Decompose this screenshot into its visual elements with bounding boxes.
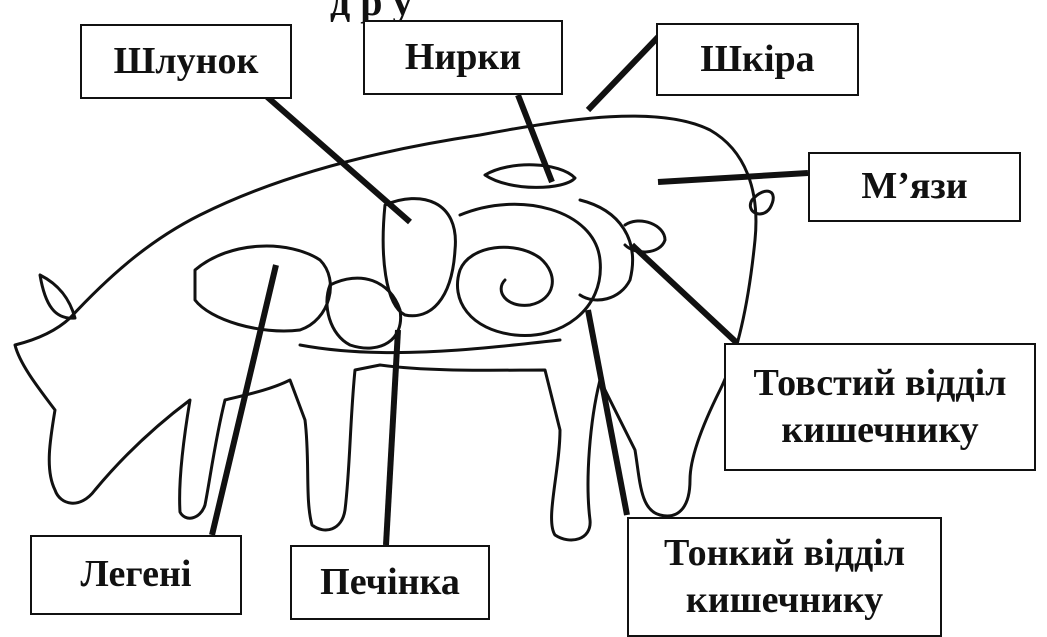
pointer-large-intestine <box>632 245 737 343</box>
label-skin: Шкіра <box>656 23 859 96</box>
pointer-lungs <box>212 265 276 535</box>
pointer-stomach <box>265 95 410 222</box>
label-kidneys: Нирки <box>363 20 563 95</box>
pointer-liver <box>386 330 398 545</box>
label-large-intestine: Товстий відділ кишечнику <box>724 343 1036 471</box>
belly-line <box>300 340 560 353</box>
label-muscles: М’язи <box>808 152 1021 222</box>
pointer-skin <box>588 35 660 110</box>
label-lungs: Легені <box>30 535 242 615</box>
pig-outline <box>15 116 756 540</box>
label-stomach: Шлунок <box>80 24 292 99</box>
large-intestine-coils <box>580 200 633 300</box>
ear <box>40 275 75 318</box>
label-liver: Печінка <box>290 545 490 620</box>
intestine-coils <box>457 204 600 335</box>
kidney-shape <box>485 165 575 188</box>
pointer-kidneys <box>518 95 552 182</box>
pointer-muscles <box>658 173 808 182</box>
label-small-intestine: Тонкий відділ кишечнику <box>627 517 942 637</box>
